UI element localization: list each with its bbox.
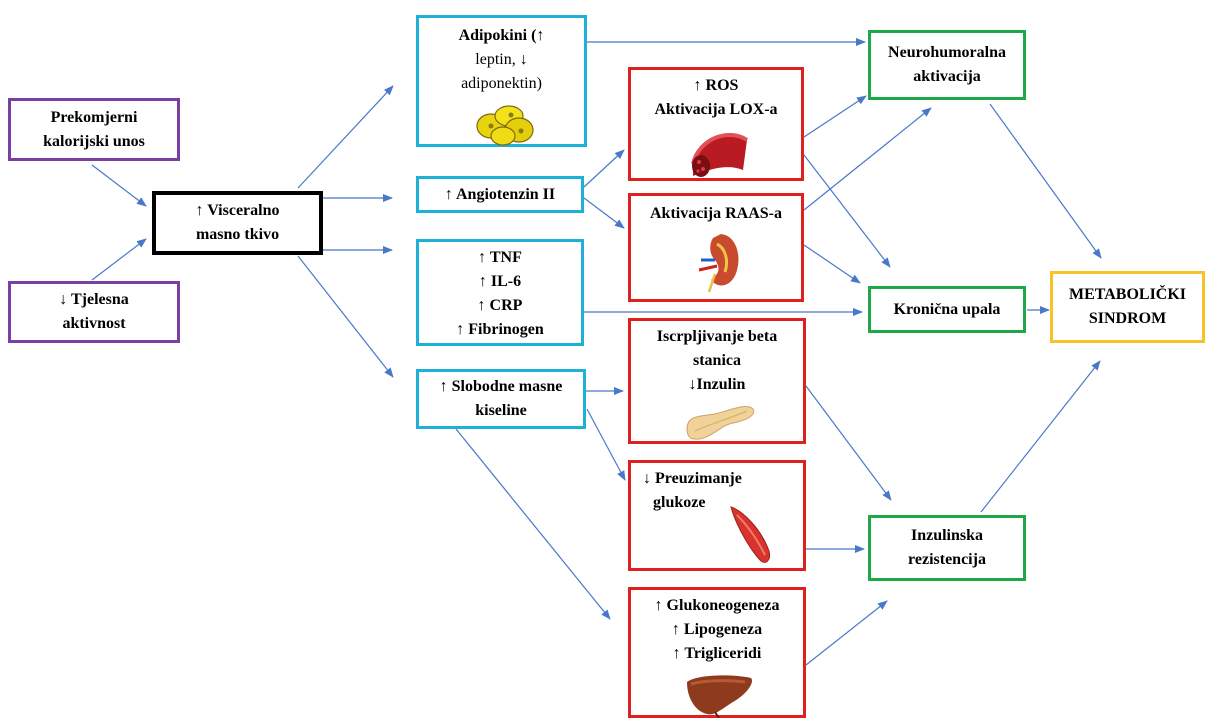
inzulinska-line-2: rezistencija bbox=[908, 551, 986, 568]
arrow-slobodne-preuzimanje bbox=[586, 408, 626, 481]
node-citokini: ↑ TNF ↑ IL-6 ↑ CRP ↑ Fibrinogen bbox=[416, 239, 584, 346]
arrow-prekomjerni-visceralno bbox=[91, 164, 147, 207]
node-tjelesna-label: ↓ Tjelesna aktivnost bbox=[59, 291, 129, 332]
adipokini-line-3: adiponektin) bbox=[461, 75, 542, 92]
node-glukoneogeneza: ↑ Glukoneogeneza ↑ Lipogeneza ↑ Triglice… bbox=[628, 587, 806, 718]
citokini-tnf: ↑ TNF bbox=[478, 249, 522, 266]
arrow-gluko-inzulinska bbox=[805, 600, 888, 666]
arrow-ros-neuro bbox=[803, 95, 867, 138]
liver-icon bbox=[687, 675, 753, 718]
node-visceralno-label: ↑ Visceralno masno tkivo bbox=[195, 202, 280, 243]
node-metabolicki-sindrom: METABOLIČKI SINDROM bbox=[1050, 271, 1205, 343]
ros-line-2: Aktivacija LOX-a bbox=[654, 101, 778, 118]
inzulinska-line-1: Inzulinska bbox=[910, 527, 984, 544]
node-ros-lox: ↑ ROS Aktivacija LOX-a bbox=[628, 67, 804, 181]
arrow-slobodne-gluko bbox=[455, 428, 611, 620]
preuzimanje-line-1: ↓ Preuzimanje bbox=[643, 470, 742, 487]
arrow-visceralno-adipokini bbox=[297, 85, 394, 189]
iscrpljivanje-line-1: Iscrpljivanje beta bbox=[656, 328, 778, 345]
fat-cells-icon bbox=[476, 105, 534, 146]
gluko-line-3: ↑ Trigliceridi bbox=[672, 645, 762, 662]
node-visceralno-masno-tkivo: ↑ Visceralno masno tkivo bbox=[152, 191, 323, 255]
kronicna-label: Kronična upala bbox=[893, 300, 1001, 318]
neuro-line-2: aktivacija bbox=[913, 68, 981, 85]
node-slobodne-masne-kiseline: ↑ Slobodne masne kiseline bbox=[416, 369, 586, 429]
gluko-line-2: ↑ Lipogeneza bbox=[671, 621, 763, 638]
arrow-iscrpljivanje-inzulinska bbox=[805, 385, 892, 501]
citokini-il6: ↑ IL-6 bbox=[478, 273, 522, 290]
muscle-icon bbox=[730, 506, 770, 563]
pancreas-icon bbox=[686, 406, 755, 440]
adipokini-line-2: leptin, ↓ bbox=[475, 51, 528, 68]
node-preuzimanje-glukoze: ↓ Preuzimanje glukoze bbox=[628, 460, 806, 571]
node-adipokini: Adipokini (↑ leptin, ↓ adiponektin) bbox=[416, 15, 587, 147]
metabolicki-line-1: METABOLIČKI bbox=[1068, 286, 1187, 303]
arrow-neuro-metabolicki bbox=[989, 103, 1102, 259]
gluko-line-1: ↑ Glukoneogeneza bbox=[654, 597, 780, 614]
ros-line-1: ↑ ROS bbox=[693, 77, 739, 94]
arrow-visceralno-slobodne bbox=[297, 255, 394, 378]
citokini-crp: ↑ CRP bbox=[477, 297, 523, 314]
kidney-icon bbox=[698, 234, 739, 292]
neuro-line-1: Neurohumoralna bbox=[888, 44, 1006, 61]
arrow-raas-neuro bbox=[803, 107, 932, 211]
node-kronicna-upala: Kronična upala bbox=[868, 286, 1026, 333]
arrow-ros-kronicna bbox=[803, 154, 891, 268]
arrow-angiotenzin-raas bbox=[583, 197, 625, 229]
node-angiotenzin: ↑ Angiotenzin II bbox=[416, 176, 584, 213]
angiotenzin-label: ↑ Angiotenzin II bbox=[444, 185, 556, 203]
node-iscrpljivanje-beta-stanica: Iscrpljivanje beta stanica ↓Inzulin bbox=[628, 318, 806, 444]
slobodne-line-2: kiseline bbox=[475, 402, 527, 419]
iscrpljivanje-line-2: stanica bbox=[693, 352, 741, 369]
arrow-angiotenzin-ros bbox=[583, 149, 625, 188]
arrow-inzulinska-metabolicki bbox=[980, 360, 1101, 513]
raas-label: Aktivacija RAAS-a bbox=[650, 205, 782, 222]
node-raas: Aktivacija RAAS-a bbox=[628, 193, 804, 302]
citokini-fibrinogen: ↑ Fibrinogen bbox=[456, 321, 544, 338]
adipokini-line-1: Adipokini (↑ bbox=[458, 27, 545, 44]
node-neurohumoralna-aktivacija: Neurohumoralna aktivacija bbox=[868, 30, 1026, 100]
slobodne-line-1: ↑ Slobodne masne bbox=[439, 378, 563, 395]
node-prekomjerni-label: Prekomjerni kalorijski unos bbox=[43, 108, 145, 150]
iscrpljivanje-line-3: ↓Inzulin bbox=[688, 376, 746, 393]
metabolicki-line-2: SINDROM bbox=[1088, 310, 1167, 327]
node-inzulinska-rezistencija: Inzulinska rezistencija bbox=[868, 515, 1026, 581]
arrow-raas-kronicna bbox=[803, 244, 861, 284]
blood-vessel-icon bbox=[691, 133, 749, 177]
preuzimanje-line-2: glukoze bbox=[653, 494, 706, 511]
node-tjelesna-aktivnost: ↓ Tjelesna aktivnost bbox=[8, 281, 180, 343]
node-prekomjerni-unos: Prekomjerni kalorijski unos bbox=[8, 98, 180, 161]
arrow-tjelesna-visceralno bbox=[91, 238, 147, 281]
